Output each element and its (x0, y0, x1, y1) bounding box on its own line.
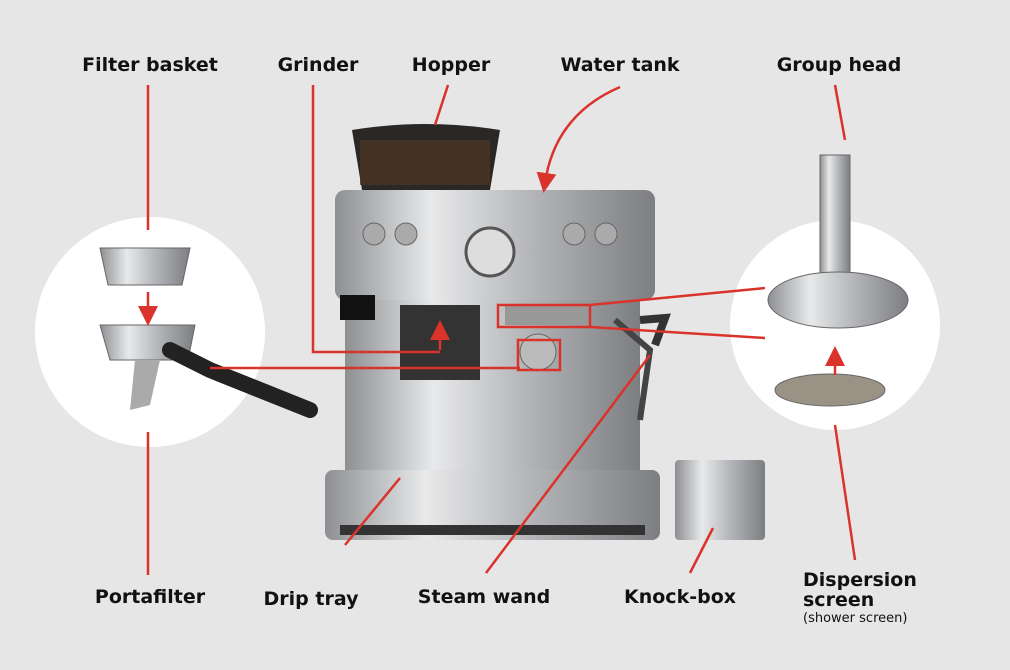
label-filter-basket: Filter basket (82, 54, 218, 76)
label-drip-tray: Drip tray (263, 588, 359, 610)
filter-basket-part (99, 247, 191, 286)
label-portafilter: Portafilter (94, 586, 206, 608)
label-steam-wand: Steam wand (417, 586, 551, 608)
label-water-tank: Water tank (560, 54, 680, 76)
portafilter-part (99, 324, 318, 418)
label-dispersion-screen-text: Dispersion screen (803, 569, 917, 611)
label-dispersion-screen: Dispersion screen (shower screen) (803, 570, 933, 628)
label-hopper: Hopper (411, 54, 491, 76)
leader-lines (138, 84, 857, 575)
label-grinder: Grinder (277, 54, 359, 76)
label-knock-box: Knock-box (624, 586, 736, 608)
label-group-head: Group head (776, 54, 902, 76)
espresso-machine (325, 124, 765, 540)
group-head-part (767, 154, 909, 407)
label-shower-screen: (shower screen) (803, 611, 908, 626)
